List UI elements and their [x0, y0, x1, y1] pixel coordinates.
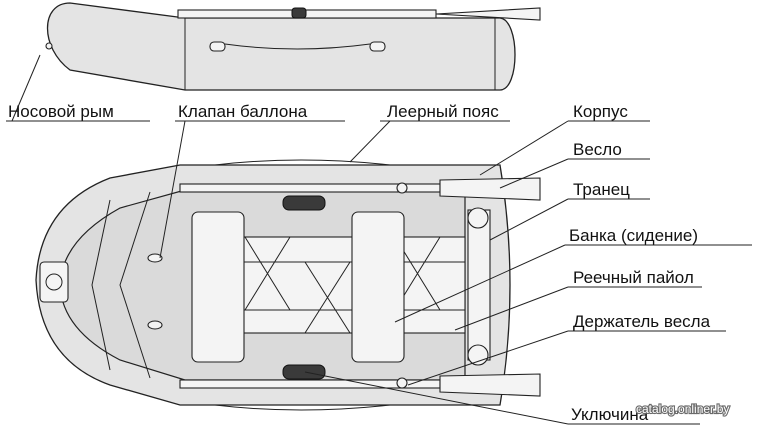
label-hull: Корпус [573, 102, 628, 121]
label-oarlock: Уключина [571, 405, 649, 424]
label-bow-rope: Носовой рым [8, 102, 114, 121]
top-view [35, 159, 541, 411]
watermark: catalog.onliner.by [636, 402, 729, 416]
label-bench: Банка (сидение) [569, 226, 698, 245]
label-transom: Транец [573, 180, 630, 199]
label-oar: Весло [573, 140, 622, 159]
label-slatted-floor: Реечный пайол [573, 268, 694, 287]
side-view [45, 2, 541, 91]
label-lifeline: Леерный пояс [387, 102, 499, 121]
label-balloon-valve: Клапан баллона [178, 102, 308, 121]
leader-lines [6, 54, 752, 425]
label-oar-holder: Держатель весла [573, 312, 711, 331]
